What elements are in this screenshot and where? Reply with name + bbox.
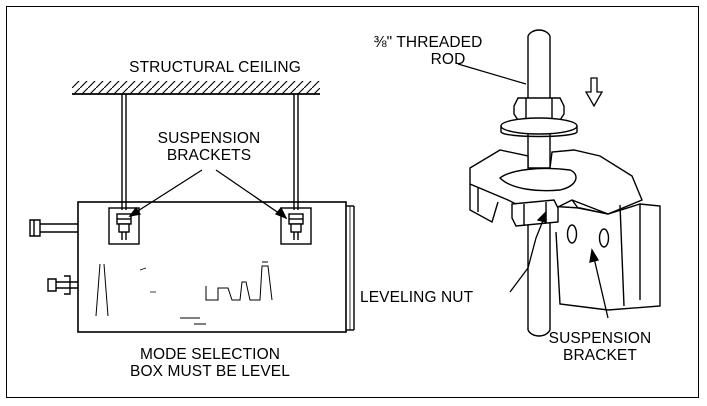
threaded-rod-line1: ⅜" THREADED	[373, 34, 483, 51]
mode-selection-box	[77, 201, 355, 333]
suspension-bracket-right	[280, 207, 312, 245]
leveling-nut	[511, 199, 559, 227]
rod-leader	[457, 63, 527, 85]
suspension-brackets-label: SUSPENSION BRACKETS	[134, 130, 284, 164]
hanger-rod-right	[293, 94, 299, 210]
down-arrow-icon	[584, 77, 604, 108]
structural-ceiling-text: STRUCTURAL CEILING	[129, 59, 301, 76]
leveling-nut-label: LEVELING NUT	[360, 289, 510, 306]
suspension-bracket-line1: SUSPENSION	[548, 330, 652, 347]
threaded-rod-line2: ROD	[430, 51, 466, 68]
suspension-brackets-leaders	[128, 169, 288, 220]
pipe-connection-upper	[29, 219, 78, 237]
leveling-nut-leader	[509, 210, 547, 293]
structural-ceiling-label: STRUCTURAL CEILING	[108, 59, 322, 76]
pipe-connection-lower	[47, 275, 78, 295]
mode-selection-note: MODE SELECTION BOX MUST BE LEVEL	[120, 346, 300, 380]
mode-selection-line1: MODE SELECTION	[139, 346, 281, 363]
upper-nut	[513, 97, 565, 121]
figure-border	[6, 6, 699, 398]
suspension-bracket-left	[108, 207, 140, 245]
washer	[500, 117, 578, 138]
bracket-plate	[469, 149, 661, 311]
suspension-brackets-line2: BRACKETS	[166, 147, 252, 164]
threaded-rod-label: ⅜" THREADED ROD	[348, 34, 508, 68]
leveling-nut-text: LEVELING NUT	[360, 289, 474, 306]
suspension-brackets-line1: SUSPENSION	[157, 130, 261, 147]
suspension-bracket-label: SUSPENSION BRACKET	[530, 330, 670, 364]
suspension-bracket-line2: BRACKET	[563, 347, 637, 364]
bracket-leader	[589, 248, 609, 319]
hanger-rod-left	[121, 94, 127, 210]
structural-ceiling	[72, 81, 320, 95]
mode-selection-line2: BOX MUST BE LEVEL	[130, 363, 290, 380]
